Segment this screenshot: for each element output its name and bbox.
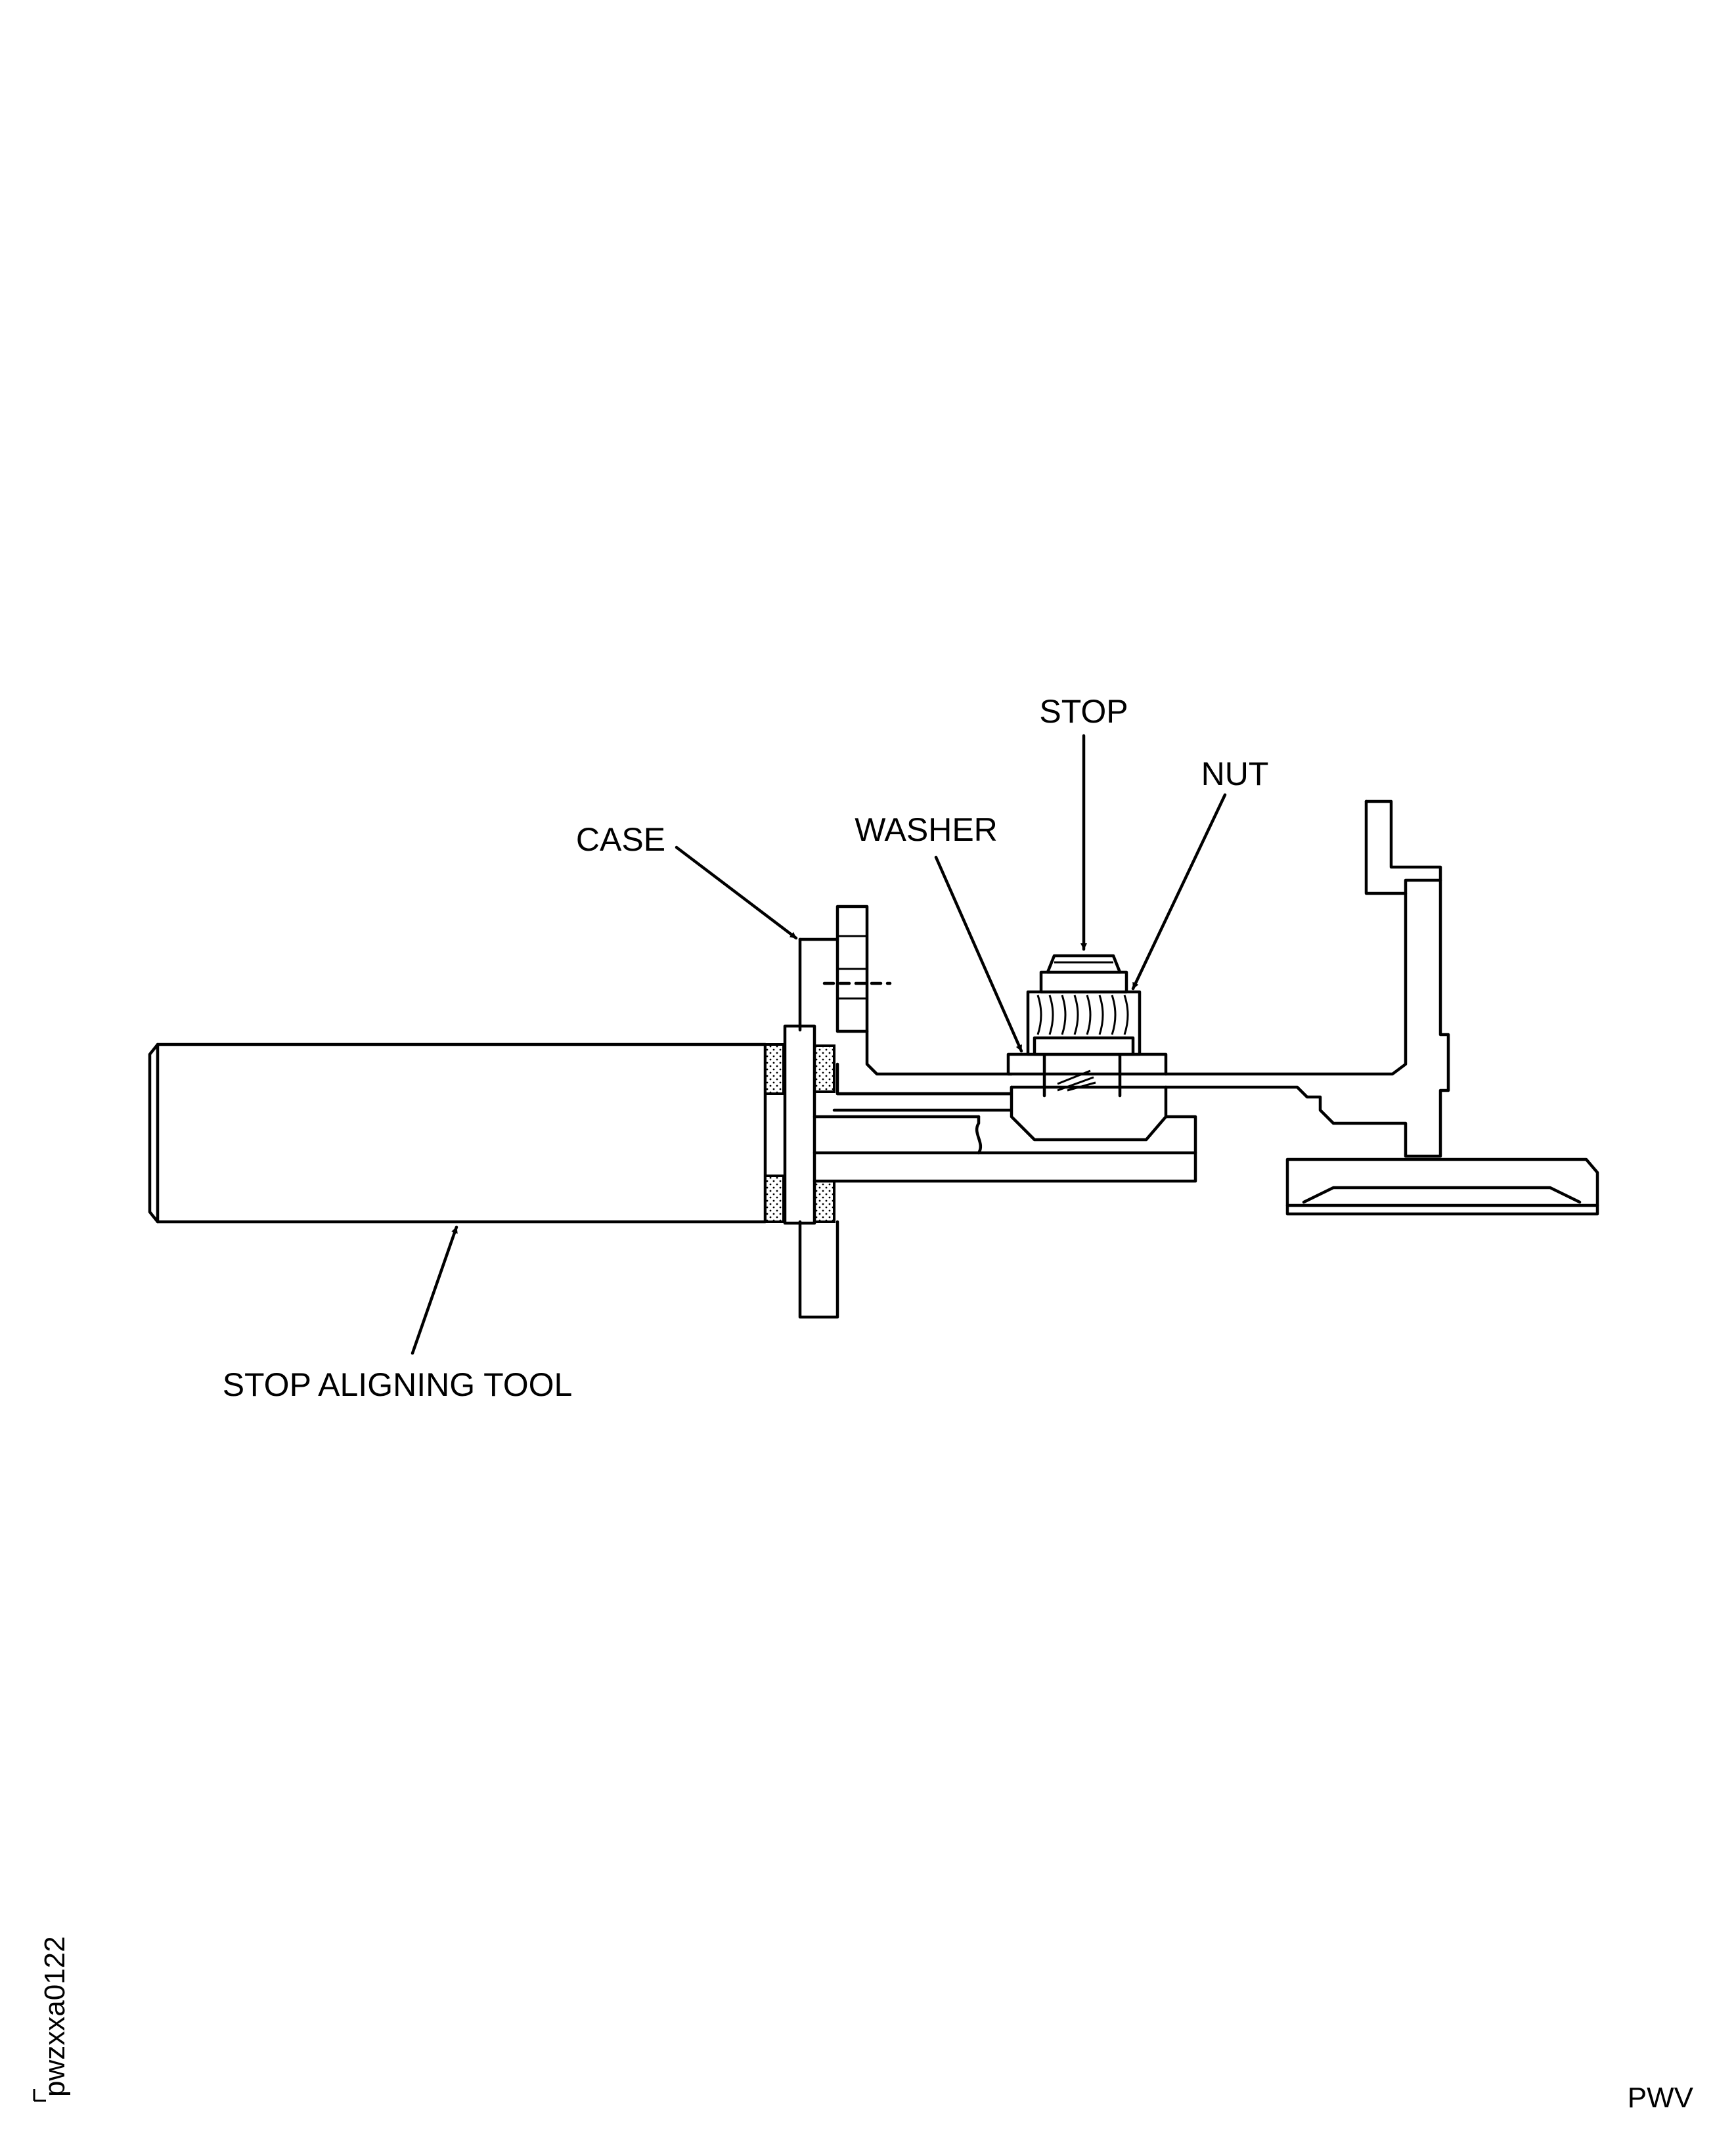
label-stop: STOP [1039,693,1128,730]
washer-leader [934,855,1023,1053]
label-washer: WASHER [855,811,998,848]
tool-insert-pad-upper [764,1043,785,1095]
tool-insert-pad-lower [764,1175,785,1223]
stop-body [1010,1085,1168,1142]
stop-aligning-tool-leader [411,1225,458,1355]
case-leader [675,845,798,940]
tool-insert-pad-lower-right [813,1180,835,1223]
label-stop-aligning-tool: STOP ALIGNING TOOL [223,1366,573,1403]
nut [1026,990,1142,1056]
label-case: CASE [576,821,665,858]
corner-code: PWV [1628,2082,1694,2114]
stop-aligning-tool-body [148,1042,767,1224]
label-nut: NUT [1201,755,1269,792]
figure-id: pwzxxa0122 [39,1936,71,2097]
stop-top [1039,954,1128,994]
lower-shaft [812,1115,1197,1183]
nut-leader [1131,793,1227,991]
bolt-shank [1042,1052,1122,1098]
tool-insert-pad-upper-right [813,1044,835,1093]
right-bracket [1364,799,1442,895]
tool-flange-plate [783,1024,816,1225]
foot-pad [1285,1157,1599,1216]
